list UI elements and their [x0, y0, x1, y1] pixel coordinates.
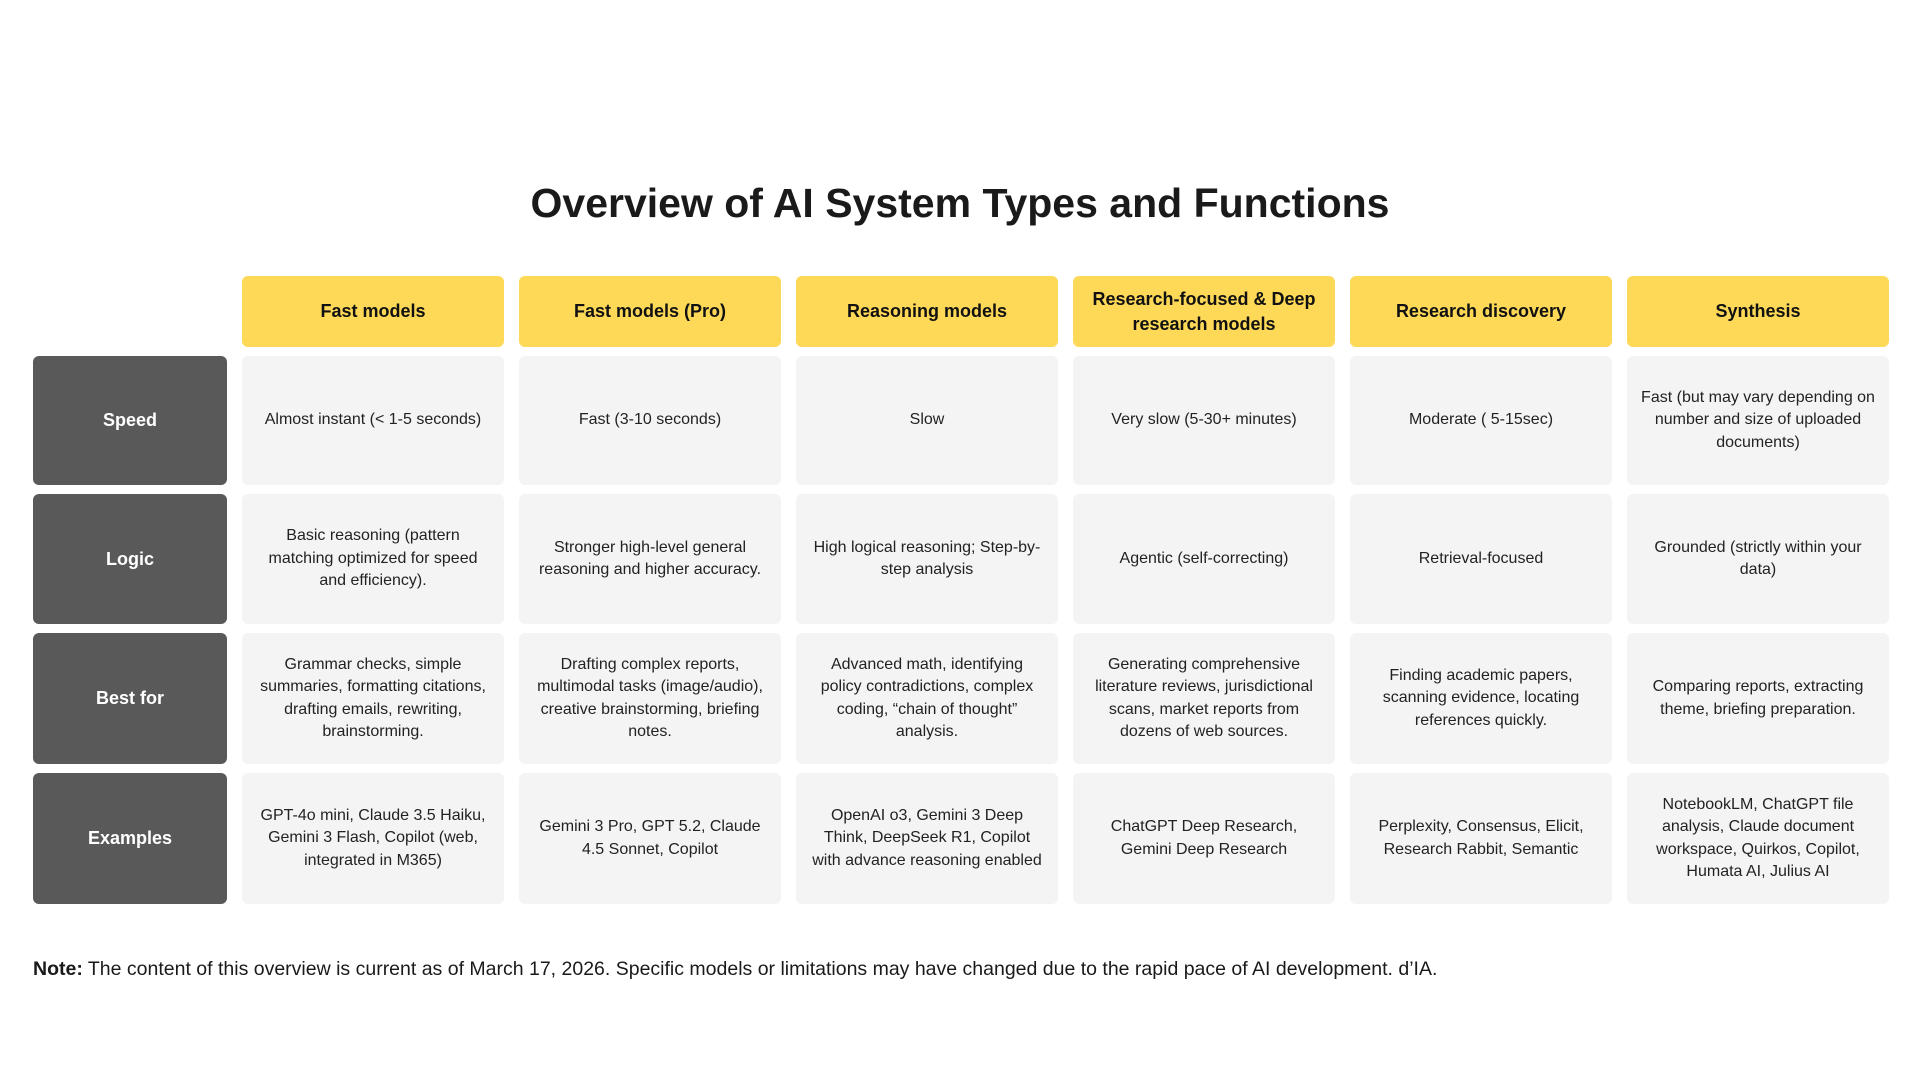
table-cell: Basic reasoning (pattern matching optimi…	[242, 494, 504, 624]
table-cell: Fast (but may vary depending on number a…	[1627, 356, 1889, 485]
page-title: Overview of AI System Types and Function…	[530, 180, 1390, 226]
table-cell: Perplexity, Consensus, Elicit, Research …	[1350, 773, 1612, 904]
row-label: Logic	[33, 494, 227, 624]
table-cell: Moderate ( 5-15sec)	[1350, 356, 1612, 485]
table-cell: Generating comprehensive literature revi…	[1073, 633, 1335, 764]
table-cell: Gemini 3 Pro, GPT 5.2, Claude 4.5 Sonnet…	[519, 773, 781, 904]
row-label: Best for	[33, 633, 227, 764]
corner-cell	[33, 276, 227, 347]
table-cell: GPT-4o mini, Claude 3.5 Haiku, Gemini 3 …	[242, 773, 504, 904]
table-cell: Slow	[796, 356, 1058, 485]
column-header: Research-focused & Deep research models	[1073, 276, 1335, 347]
table-cell: Stronger high-level general reasoning an…	[519, 494, 781, 624]
row-label: Speed	[33, 356, 227, 485]
table-cell: Grounded (strictly within your data)	[1627, 494, 1889, 624]
table-cell: Almost instant (< 1-5 seconds)	[242, 356, 504, 485]
table-cell: Very slow (5-30+ minutes)	[1073, 356, 1335, 485]
column-header: Fast models (Pro)	[519, 276, 781, 347]
table-cell: ChatGPT Deep Research, Gemini Deep Resea…	[1073, 773, 1335, 904]
comparison-table: Fast models Fast models (Pro) Reasoning …	[33, 276, 1889, 904]
table-cell: High logical reasoning; Step-by-step ana…	[796, 494, 1058, 624]
footnote: Note: The content of this overview is cu…	[33, 958, 1437, 981]
table-cell: Comparing reports, extracting theme, bri…	[1627, 633, 1889, 764]
table-cell: Drafting complex reports, multimodal tas…	[519, 633, 781, 764]
table-cell: NotebookLM, ChatGPT file analysis, Claud…	[1627, 773, 1889, 904]
row-label: Examples	[33, 773, 227, 904]
column-header: Research discovery	[1350, 276, 1612, 347]
table-cell: Finding academic papers, scanning eviden…	[1350, 633, 1612, 764]
column-header: Synthesis	[1627, 276, 1889, 347]
note-label: Note:	[33, 957, 83, 980]
table-cell: Grammar checks, simple summaries, format…	[242, 633, 504, 764]
table-cell: Retrieval-focused	[1350, 494, 1612, 624]
note-text: The content of this overview is current …	[82, 957, 1438, 980]
column-header: Fast models	[242, 276, 504, 347]
table-cell: OpenAI o3, Gemini 3 Deep Think, DeepSeek…	[796, 773, 1058, 904]
table-cell: Fast (3-10 seconds)	[519, 356, 781, 485]
table-cell: Advanced math, identifying policy contra…	[796, 633, 1058, 764]
table-cell: Agentic (self-correcting)	[1073, 494, 1335, 624]
column-header: Reasoning models	[796, 276, 1058, 347]
